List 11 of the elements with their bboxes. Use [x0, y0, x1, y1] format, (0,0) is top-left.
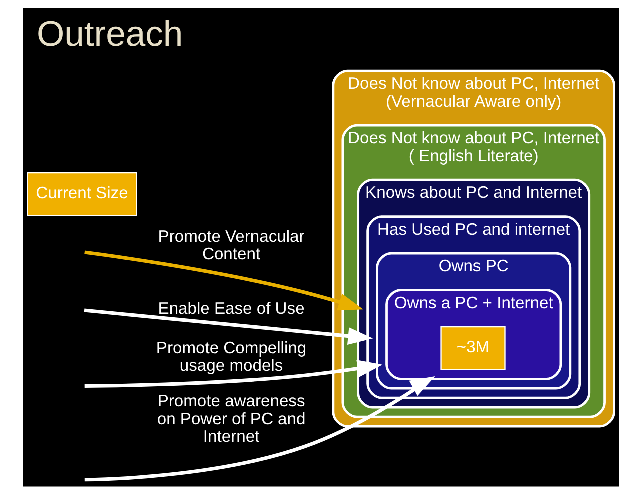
edge-label: Promote Compelling usage models — [156, 338, 306, 376]
edge-label: Promote Vernacular Content — [158, 226, 304, 264]
node-box: ~3M — [440, 326, 506, 370]
diagram-title: Outreach — [36, 14, 183, 54]
arrow — [84, 360, 382, 388]
edge-label: Enable Ease of Use — [158, 299, 304, 318]
arrow — [84, 308, 373, 345]
arrow — [84, 250, 363, 311]
edge-label: Promote awareness on Power of PC and Internet — [156, 392, 306, 446]
node-box: Current Size — [26, 172, 137, 216]
arrow — [84, 376, 435, 482]
